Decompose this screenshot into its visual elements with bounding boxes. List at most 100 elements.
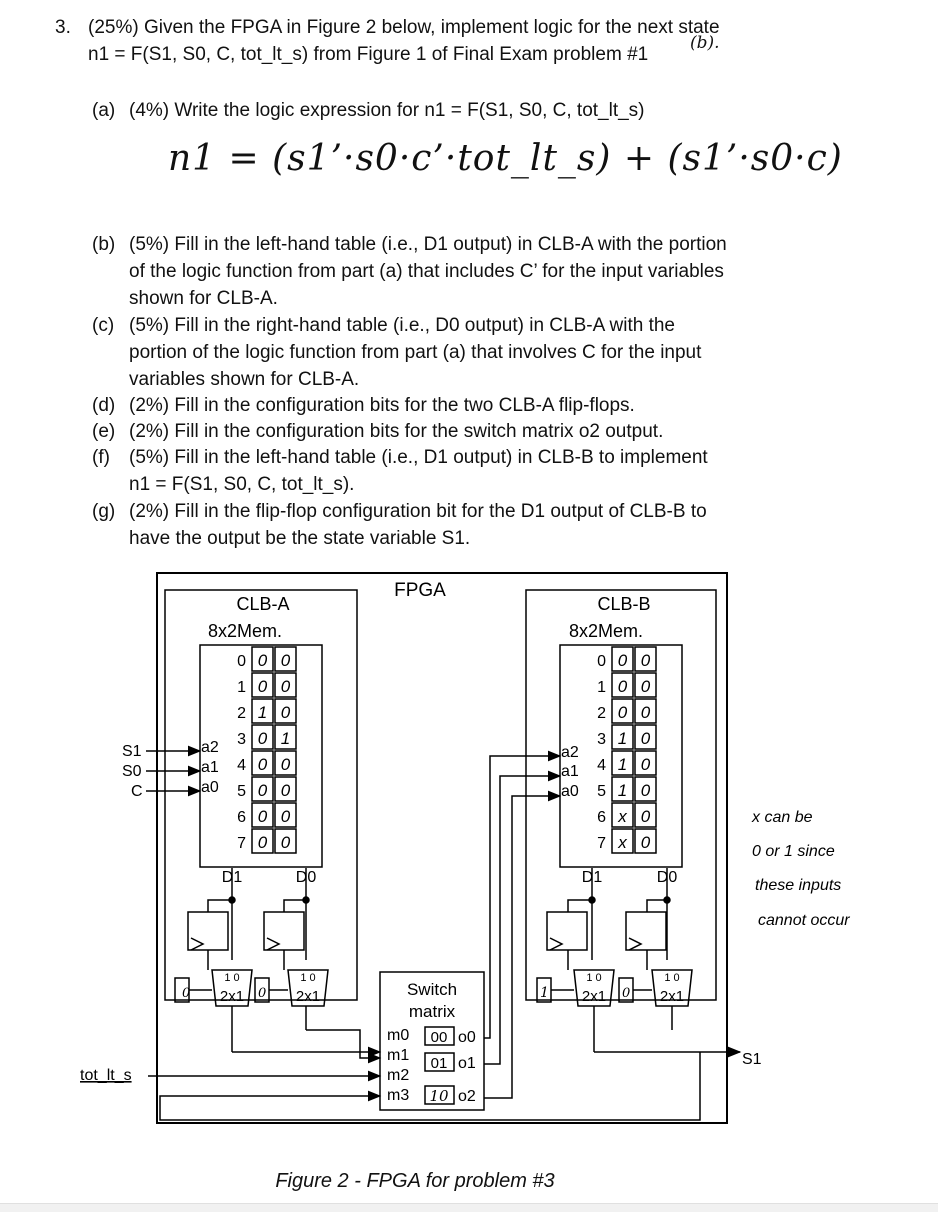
- table-cell-value: 0: [618, 677, 628, 696]
- part-label: (e): [92, 421, 116, 442]
- table-cell: [251, 646, 274, 672]
- address-label: 0: [237, 653, 246, 670]
- part-label: (b): [92, 234, 116, 255]
- table-cell-value: 0: [641, 755, 651, 774]
- fpga-title: FPGA: [394, 580, 446, 601]
- switch-config-o1: 01: [431, 1055, 448, 1072]
- table-cell: [634, 776, 657, 802]
- part-text-line: of the logic function from part (a) that…: [129, 261, 724, 282]
- part-text-line: (2%) Fill in the flip-flop configuration…: [129, 501, 707, 522]
- side-note-line2: 0 or 1 since: [752, 843, 835, 860]
- address-label: 6: [597, 809, 606, 826]
- part-label: (d): [92, 395, 116, 416]
- table-cell: [634, 698, 657, 724]
- clb-a-addr-a2: a2: [201, 739, 219, 756]
- clb-b-mux0-sel: 1 0: [664, 972, 679, 984]
- table-cell: [634, 672, 657, 698]
- input-s0-label: S0: [122, 763, 142, 780]
- problem-header-line1: (25%) Given the FPGA in Figure 2 below, …: [88, 17, 720, 38]
- table-cell-value: 0: [281, 677, 291, 696]
- table-cell-value: 0: [258, 677, 268, 696]
- table-cell: [634, 724, 657, 750]
- table-cell: [611, 646, 634, 672]
- clb-b-title: CLB-B: [597, 594, 650, 614]
- handwritten-answer-a: n1 = (s1’·s0·c’·tot_lt_s) + (s1’·s0·c): [168, 138, 843, 179]
- table-cell-value: 0: [281, 807, 291, 826]
- part-text-line: variables shown for CLB-A.: [129, 369, 360, 390]
- clb-a-outline: [164, 589, 358, 1001]
- table-cell-value: 0: [618, 651, 628, 670]
- address-label: 5: [597, 783, 606, 800]
- clb-a-mux0-label: 2x1: [296, 988, 320, 1005]
- table-cell-value: 0: [258, 807, 268, 826]
- table-cell: [634, 828, 657, 854]
- table-cell-value: 0: [258, 781, 268, 800]
- clb-a-mux1-sel: 1 0: [224, 972, 239, 984]
- table-cell: [611, 828, 634, 854]
- output-s1-label: S1: [742, 1051, 762, 1068]
- table-cell: [251, 698, 274, 724]
- switch-input-m0: m0: [387, 1027, 409, 1044]
- table-cell: [611, 802, 634, 828]
- switch-input-m1: m1: [387, 1047, 409, 1064]
- problem-header-line2: n1 = F(S1, S0, C, tot_lt_s) from Figure …: [88, 44, 649, 65]
- table-cell-value: 0: [281, 703, 291, 722]
- clb-b-ff-config-d0: 0: [622, 986, 630, 1001]
- table-cell: [251, 776, 274, 802]
- table-cell-value: 0: [641, 807, 651, 826]
- table-cell: [274, 802, 297, 828]
- side-note-line4: cannot occur: [758, 912, 850, 929]
- address-label: 4: [237, 757, 246, 774]
- table-cell: [274, 776, 297, 802]
- part-label: (a): [92, 100, 116, 121]
- clb-a-ff-config-d1: 0: [182, 986, 190, 1001]
- table-cell-value: 0: [258, 651, 268, 670]
- clb-b-addr-a1: a1: [561, 763, 579, 780]
- table-cell: [634, 750, 657, 776]
- table-cell-value: 0: [258, 729, 268, 748]
- part-label: (g): [92, 501, 116, 522]
- input-c-label: C: [131, 783, 143, 800]
- clb-b-outline: [525, 589, 717, 1001]
- side-note-line3: these inputs: [755, 877, 841, 894]
- table-cell-value: 0: [641, 781, 651, 800]
- table-cell: [274, 724, 297, 750]
- part-label: (f): [92, 447, 110, 468]
- address-label: 2: [237, 705, 246, 722]
- clb-b-mux0-label: 2x1: [660, 988, 684, 1005]
- part-text-line: (5%) Fill in the left-hand table (i.e., …: [129, 234, 727, 255]
- table-cell: [611, 750, 634, 776]
- clb-b-addr-a2: a2: [561, 744, 579, 761]
- table-cell-value: 0: [641, 729, 651, 748]
- clb-a-title: CLB-A: [236, 594, 289, 614]
- clb-b-flipflops: [536, 868, 693, 1052]
- address-label: 6: [237, 809, 246, 826]
- table-cell-value: 0: [281, 833, 291, 852]
- table-cell: [611, 698, 634, 724]
- table-cell: [251, 828, 274, 854]
- table-cell-value: 0: [281, 755, 291, 774]
- switch-title-line1: Switch: [407, 980, 457, 999]
- table-cell: [251, 802, 274, 828]
- switch-title-line2: matrix: [409, 1002, 456, 1021]
- part-text-line: (5%) Fill in the left-hand table (i.e., …: [129, 447, 708, 468]
- clb-b-mem-label: 8x2Mem.: [569, 621, 643, 641]
- clb-a-flipflops: [174, 868, 329, 1052]
- clb-a-addr-a0: a0: [201, 779, 219, 796]
- table-cell-value: 1: [258, 703, 267, 722]
- clb-a-mux0-sel: 1 0: [300, 972, 315, 984]
- part-text-line: (5%) Fill in the right-hand table (i.e.,…: [129, 315, 675, 336]
- table-cell: [251, 750, 274, 776]
- address-label: 3: [237, 731, 246, 748]
- table-cell-value: 1: [618, 781, 627, 800]
- table-cell-value: 0: [618, 703, 628, 722]
- table-cell-value: 0: [281, 781, 291, 800]
- table-cell-value: 1: [618, 755, 627, 774]
- table-cell: [611, 776, 634, 802]
- part-text-line: (2%) Fill in the configuration bits for …: [129, 421, 664, 442]
- table-cell-value: 0: [641, 833, 651, 852]
- table-cell-value: x: [617, 807, 627, 826]
- address-label: 7: [597, 835, 606, 852]
- address-label: 7: [237, 835, 246, 852]
